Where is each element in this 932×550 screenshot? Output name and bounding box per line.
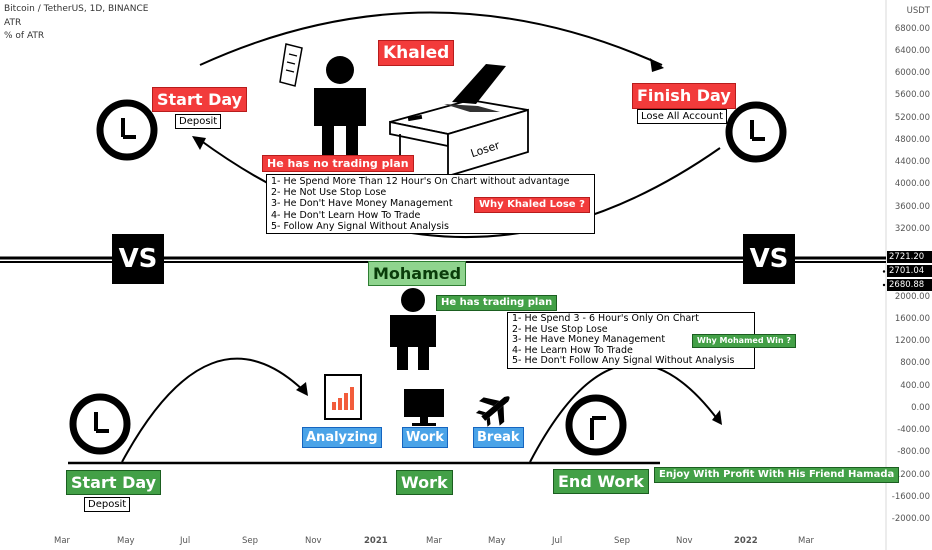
y-tick-label: -2000.00 [891, 514, 930, 524]
list-item: 2- He Not Use Stop Lose [271, 187, 387, 199]
symbol-title: Bitcoin / TetherUS, 1D, BINANCE [4, 4, 149, 14]
has-plan-label: He has trading plan [436, 295, 558, 311]
y-tick-label: 1600.00 [894, 314, 930, 324]
y-tick-label: 3200.00 [894, 224, 930, 234]
clock-icon [96, 99, 158, 161]
break-label: Break [473, 427, 524, 448]
y-tick-label: 5200.00 [894, 113, 930, 123]
x-tick-label: Sep [242, 536, 259, 546]
mohamed-name-label: Mohamed [368, 261, 467, 286]
x-tick-label: 2022 [734, 536, 758, 546]
analyzing-label: Analyzing [302, 427, 382, 448]
khaled-name-label: Khaled [378, 40, 455, 66]
list-item: 1- He Spend 3 - 6 Hour's Only On Chart [512, 313, 699, 324]
work-label: Work [396, 470, 453, 495]
airplane-icon [475, 396, 510, 427]
y-tick-label: 6800.00 [894, 24, 930, 34]
series-point [882, 270, 886, 273]
list-item: 4- He Learn How To Trade [512, 344, 633, 356]
enjoy-label: Enjoy With Profit With His Friend Hamada [654, 467, 900, 483]
x-tick-label: May [488, 536, 506, 546]
list-item: 2- He Use Stop Lose [512, 323, 608, 335]
y-tick-label: 4000.00 [894, 179, 930, 189]
y-tick-label: 400.00 [900, 381, 930, 391]
vs-badge-right: VS [743, 234, 795, 284]
mohamed-deposit-label: Deposit [84, 497, 131, 512]
y-tick-label: 2000.00 [894, 292, 930, 302]
list-item: 5- Follow Any Signal Without Analysis [271, 220, 449, 232]
y-tick-label: -400.00 [897, 425, 930, 435]
list-item: 3- He Have Money Management [512, 334, 666, 346]
y-tick-label: 0.00 [911, 403, 930, 413]
end-work-label: End Work [553, 469, 649, 494]
y-tick-label: 3600.00 [894, 202, 930, 212]
mohamed-start-day-label: Start Day [66, 470, 162, 495]
list-item: 3- He Don't Have Money Management [271, 198, 453, 210]
checklist-icon [279, 43, 303, 87]
khaled-reasons-list: 1- He Spend More Than 12 Hour's On Chart… [266, 174, 595, 235]
arc-arrowhead [650, 58, 664, 72]
work-icon-label: Work [402, 427, 448, 448]
x-tick-label: Nov [305, 536, 322, 546]
y-tick-label: 4400.00 [894, 157, 930, 167]
series-point [882, 256, 886, 260]
vs-badge-left: VS [112, 234, 164, 284]
currency-label: USDT [906, 6, 930, 16]
deposit-label: Deposit [175, 114, 222, 129]
clock-icon [725, 101, 787, 163]
x-tick-label: Mar [54, 536, 71, 546]
clock-icon [565, 394, 627, 456]
start-day-label: Start Day [152, 87, 248, 112]
person-icon [314, 56, 366, 156]
price-series [882, 256, 886, 287]
why-khaled-label: Why Khaled Lose ? [474, 197, 590, 213]
no-plan-label: He has no trading plan [262, 155, 414, 172]
arc-start-to-finish [199, 11, 663, 66]
indicator-name: ATR [4, 18, 22, 28]
x-tick-label: 2021 [364, 536, 388, 546]
y-tick-label: -1600.00 [891, 492, 930, 502]
y-tick-label: 6000.00 [894, 68, 930, 78]
x-tick-label: Nov [676, 536, 693, 546]
price-tag: 2701.04 [887, 265, 932, 277]
x-tick-label: Jul [552, 536, 563, 546]
list-item: 4- He Don't Learn How To Trade [271, 209, 421, 221]
x-tick-label: Jul [180, 536, 191, 546]
bar-chart-icon [324, 374, 362, 420]
price-tag: 2721.20 [887, 251, 932, 263]
x-tick-label: Mar [426, 536, 443, 546]
mohamed-reasons-list: 1- He Spend 3 - 6 Hour's Only On Chart 2… [507, 312, 755, 369]
indicator-sub: % of ATR [4, 31, 45, 41]
clock-icon [69, 393, 131, 455]
list-item: 5- He Don't Follow Any Signal Without An… [512, 355, 735, 367]
x-tick-label: Mar [798, 536, 815, 546]
person-icon [390, 288, 436, 370]
monitor-icon [404, 389, 444, 426]
y-tick-label: 4800.00 [894, 135, 930, 145]
arc-start-to-analyzing [121, 357, 306, 463]
lose-all-label: Lose All Account [637, 109, 728, 124]
arc-arrowhead-back [192, 136, 206, 150]
y-tick-label: 1200.00 [894, 336, 930, 346]
x-tick-label: May [117, 536, 135, 546]
x-tick-label: Sep [614, 536, 631, 546]
list-item: 1- He Spend More Than 12 Hour's On Chart… [271, 176, 570, 187]
y-tick-label: -800.00 [897, 447, 930, 457]
why-mohamed-label: Why Mohamed Win ? [692, 334, 797, 348]
y-tick-label: 6400.00 [894, 46, 930, 56]
y-tick-label: 5600.00 [894, 90, 930, 100]
series-point [882, 283, 886, 287]
y-tick-label: 800.00 [900, 358, 930, 368]
arc-arrowhead-2 [296, 382, 308, 396]
desk-laptop-icon [389, 64, 529, 178]
finish-day-label: Finish Day [632, 83, 736, 109]
price-tag: 2680.88 [887, 279, 932, 291]
y-tick-label: -1200.00 [891, 470, 930, 480]
arc-arrowhead-3 [712, 410, 722, 425]
